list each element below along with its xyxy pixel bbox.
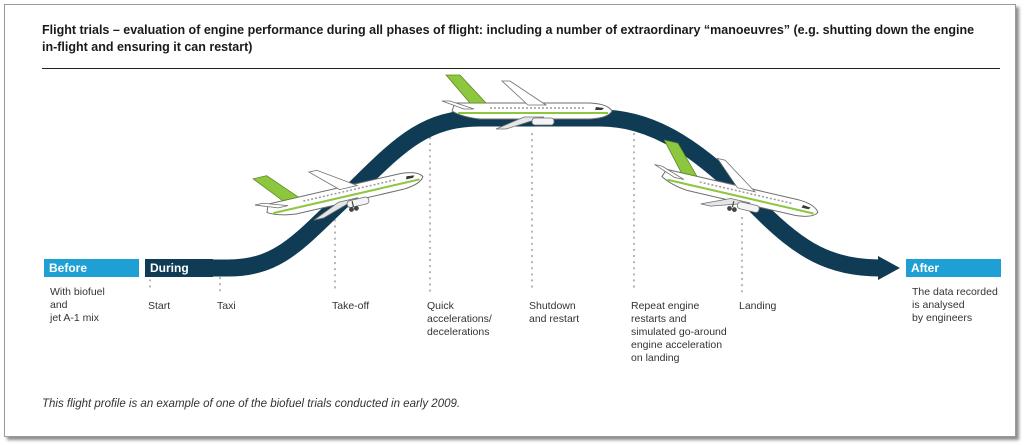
flight-path [212,109,881,277]
figure-frame [4,4,1016,437]
label-quick-accelerations: Quick accelerations/ decelerations [427,300,492,338]
figure-title: Flight trials – evaluation of engine per… [42,23,975,54]
label-shutdown-restart: Shutdown and restart [529,300,580,325]
phase-before-label: Before [44,259,139,277]
title-rule [42,68,1000,69]
plane-landing-icon [647,138,827,231]
before-note: With biofuel and jet A-1 mix [50,286,105,324]
label-start: Start [148,300,171,312]
label-landing: Landing [739,300,777,312]
phase-after-label: After [906,259,1001,277]
label-repeat-restarts: Repeat engine restarts and simulated go-… [631,300,727,364]
label-takeoff: Take-off [332,300,370,312]
after-note: The data recorded is analysed by enginee… [912,286,998,324]
figure-caption: This flight profile is an example of one… [42,398,461,410]
flight-path-arrowhead [878,256,900,280]
label-taxi: Taxi [217,300,236,312]
phase-during-label: During [145,259,213,277]
